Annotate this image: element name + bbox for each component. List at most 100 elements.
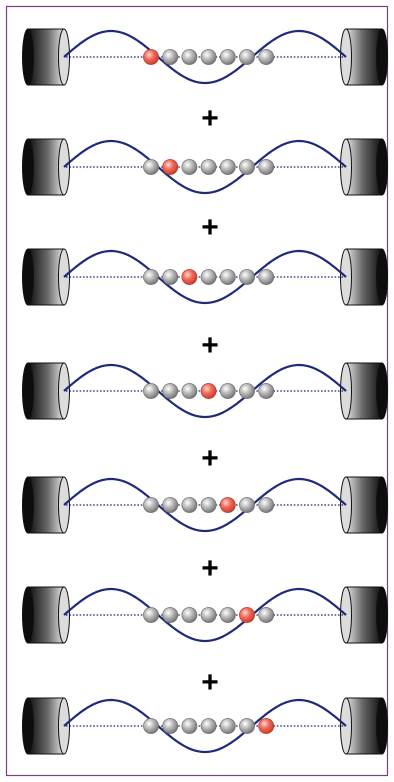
ion — [258, 49, 275, 65]
ion — [181, 607, 198, 623]
electrode-back — [22, 586, 34, 644]
standing-wave — [63, 29, 347, 85]
plus-sign: + — [201, 211, 219, 244]
plus-sign: + — [201, 442, 219, 475]
ion — [239, 159, 255, 175]
ion — [181, 718, 198, 734]
ion — [258, 159, 275, 175]
electrode-back — [376, 362, 388, 420]
mode-row — [22, 248, 388, 306]
ion — [258, 607, 275, 623]
ion — [200, 607, 217, 623]
ion — [200, 49, 217, 65]
highlighted-ion — [200, 383, 217, 399]
ion-chain — [143, 607, 275, 623]
electrode-right-icon — [340, 138, 388, 196]
electrode-back — [22, 362, 34, 420]
ion — [181, 383, 198, 399]
ion-chain — [143, 269, 275, 285]
mode-row — [22, 586, 388, 644]
mode-row — [22, 362, 388, 420]
electrode-right-icon — [340, 248, 388, 306]
electrode-back — [22, 138, 34, 196]
ion — [219, 383, 236, 399]
highlighted-ion — [219, 497, 236, 513]
standing-wave — [63, 698, 347, 754]
ion — [200, 269, 217, 285]
ion — [239, 497, 255, 513]
electrode-left-icon — [22, 248, 70, 306]
electrode-left-icon — [22, 362, 70, 420]
ion — [162, 269, 179, 285]
electrode-back — [22, 697, 34, 755]
ion — [162, 497, 179, 513]
mode-row — [22, 697, 388, 755]
electrode-right-icon — [340, 476, 388, 534]
electrode-back — [376, 697, 388, 755]
mode-row — [22, 138, 388, 196]
electrode-back — [376, 586, 388, 644]
ion — [200, 497, 217, 513]
ion-chain — [143, 497, 275, 513]
ion — [143, 159, 159, 175]
ion — [162, 383, 179, 399]
highlighted-ion — [162, 159, 179, 175]
electrode-left-icon — [22, 476, 70, 534]
ion — [258, 269, 275, 285]
standing-wave — [63, 363, 347, 419]
plus-sign: + — [201, 666, 219, 699]
electrode-back — [376, 476, 388, 534]
ion-chain — [143, 718, 275, 734]
ion — [143, 607, 159, 623]
electrode-left-icon — [22, 697, 70, 755]
ion — [162, 718, 179, 734]
electrode-back — [22, 248, 34, 306]
ion — [219, 718, 236, 734]
ion — [239, 383, 255, 399]
ion — [143, 718, 159, 734]
standing-wave — [63, 249, 347, 305]
highlighted-ion — [143, 49, 159, 65]
ion — [219, 269, 236, 285]
electrode-right-icon — [340, 697, 388, 755]
ion — [239, 269, 255, 285]
ion — [258, 497, 275, 513]
ion — [143, 497, 159, 513]
ion — [219, 159, 236, 175]
mode-rows — [22, 28, 388, 755]
ion — [258, 383, 275, 399]
ion-chain — [143, 383, 275, 399]
ion — [219, 49, 236, 65]
operators: + + + + + + — [201, 102, 219, 699]
ion-chain — [143, 159, 275, 175]
plus-sign: + — [201, 102, 219, 135]
electrode-back — [376, 28, 388, 86]
ion — [181, 159, 198, 175]
ion — [162, 607, 179, 623]
electrode-back — [376, 248, 388, 306]
ion — [200, 718, 217, 734]
electrode-left-icon — [22, 138, 70, 196]
electrode-right-icon — [340, 586, 388, 644]
electrode-left-icon — [22, 28, 70, 86]
electrode-back — [22, 28, 34, 86]
ion — [239, 49, 255, 65]
ion-chain — [143, 49, 275, 65]
electrode-back — [22, 476, 34, 534]
plus-sign: + — [201, 329, 219, 362]
mode-row — [22, 476, 388, 534]
standing-wave — [63, 587, 347, 643]
electrode-right-icon — [340, 28, 388, 86]
ion — [219, 607, 236, 623]
ion — [162, 49, 179, 65]
ion — [143, 383, 159, 399]
standing-wave — [63, 139, 347, 195]
ion — [143, 269, 159, 285]
plus-sign: + — [201, 552, 219, 585]
ion — [239, 718, 255, 734]
electrode-left-icon — [22, 586, 70, 644]
ion — [181, 49, 198, 65]
highlighted-ion — [181, 269, 198, 285]
highlighted-ion — [239, 607, 255, 623]
